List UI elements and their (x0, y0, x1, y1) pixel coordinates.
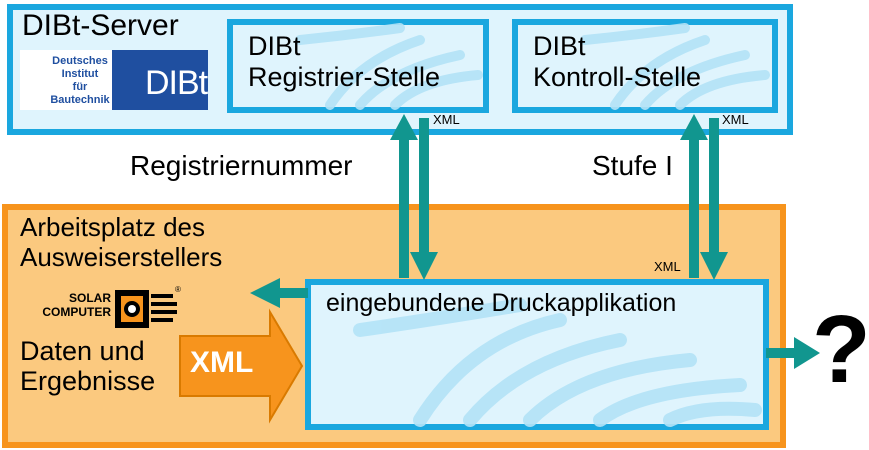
workstation-title: Arbeitsplatz des Ausweiserstellers (20, 212, 222, 272)
registration-line-2: Registrier-Stelle (248, 62, 441, 92)
print-app-label: eingebundene Druckapplikation (326, 289, 677, 317)
xml-tag-control: XML (722, 112, 749, 127)
dibt-logo-mark: DIBt (145, 64, 208, 102)
logo-line-4: Bautechnik (50, 94, 110, 106)
logo-line-3: für (72, 81, 88, 93)
control-box (512, 19, 778, 113)
registration-box (227, 19, 489, 113)
xml-tag-print-app: XML (654, 259, 681, 274)
output-arrow (766, 337, 820, 369)
stage-label: Stufe I (592, 150, 673, 181)
data-line-1: Daten und (20, 336, 145, 366)
server-title: DIBt-Server (22, 9, 179, 42)
vendor-line-2: COMPUTER (42, 305, 111, 319)
solar-computer-logo-text: SOLAR COMPUTER (31, 291, 111, 319)
xml-input-arrow (179, 308, 304, 424)
logo-line-1: Deutsches (52, 55, 108, 67)
xml-arrow-label: XML (190, 346, 254, 379)
unknown-output-symbol: ? (812, 296, 869, 403)
control-line-1: DIBt (533, 31, 586, 61)
data-line-2: Ergebnisse (20, 366, 156, 396)
xml-tag-registration: XML (433, 112, 460, 127)
data-results-label: Daten und Ergebnisse (20, 336, 155, 396)
to-workstation-arrow (250, 278, 308, 308)
registration-box-label: DIBt Registrier-Stelle (248, 31, 440, 93)
control-arrows (680, 114, 728, 280)
dibt-logo (20, 50, 208, 110)
solar-computer-icon (115, 290, 177, 328)
dibt-logo-text: Deutsches Institut für Bautechnik (50, 55, 110, 107)
control-box-label: DIBt Kontroll-Stelle (533, 31, 701, 93)
registration-line-1: DIBt (248, 31, 301, 61)
workstation-title-line-1: Arbeitsplatz des (20, 212, 205, 242)
control-line-2: Kontroll-Stelle (533, 62, 702, 92)
registration-number-label: Registriernummer (130, 150, 353, 181)
registered-mark: ® (175, 285, 181, 294)
logo-line-2: Institut (61, 68, 99, 80)
workstation-title-line-2: Ausweiserstellers (20, 242, 223, 272)
registration-arrows (390, 114, 438, 280)
vendor-line-1: SOLAR (69, 291, 111, 305)
